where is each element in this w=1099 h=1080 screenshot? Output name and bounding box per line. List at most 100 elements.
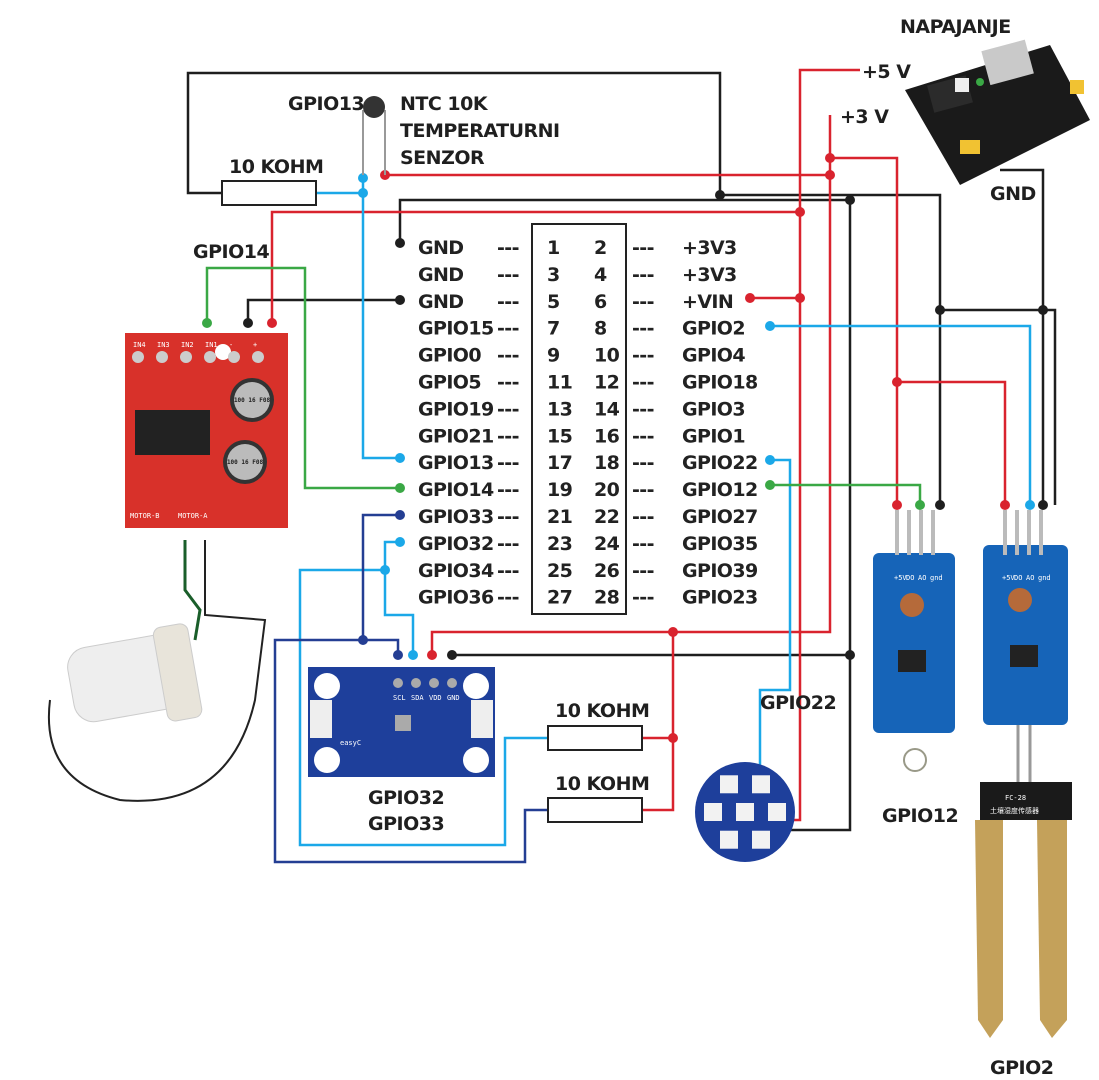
header-pin [156,351,168,363]
motor-output-label: MOTOR-B [130,512,160,520]
junction-dot [715,190,725,200]
pin-number-right: 2 [594,237,607,259]
resistor-a-label: 10 KOHM [555,700,649,722]
ntc-resistor-label: 10 KOHM [229,156,323,178]
pin-separator: --- [497,264,519,286]
dark-blue-wire [273,638,548,864]
junction-dot [395,453,405,463]
pin-separator: --- [632,291,654,313]
pin-separator: --- [632,345,654,367]
pin-left-label: GPIO34 [418,560,494,582]
motor-driver-pin-label: IN1 [205,341,218,349]
junction-dot [668,627,678,637]
bme-pin-label-1: GPIO32 [368,787,444,809]
pin-number-left: 25 [547,560,572,582]
header-pin [907,510,911,555]
header-pin [931,510,935,555]
pin-left-label: GND [418,291,463,313]
junction-dot [395,238,405,248]
header-pin [252,351,264,363]
pin-separator: --- [497,398,519,420]
pin-number-left: 23 [547,533,572,555]
sensor-pin-label: gnd [1038,574,1051,582]
led-ring [695,762,795,862]
dark-blue-wire [361,513,400,655]
plus5v-label: +5 V [862,61,911,83]
pin-right-label: GPIO35 [682,533,758,555]
led-pin-label: GPIO22 [760,692,836,714]
led [720,830,738,849]
resistor-a [547,725,643,751]
pin-separator: --- [497,560,519,582]
svg-text:FC-28: FC-28 [1005,794,1026,802]
pin-number-left: 9 [547,345,560,367]
pin-number-right: 18 [594,452,620,474]
pin-number-right: 24 [594,533,620,555]
header-pin [411,678,421,688]
pin-number-left: 7 [547,318,560,340]
pin-separator: --- [632,237,654,259]
junction-dot [395,537,405,547]
junction-dot [935,305,945,315]
pin-right-label: +3V3 [682,237,737,259]
pin-right-label: GPIO2 [682,318,745,340]
pin-separator: --- [497,291,519,313]
pin-separator: --- [632,452,654,474]
power-supply-board [905,39,1090,185]
power-supply-label: NAPAJANJE [900,16,1011,38]
junction-dot [845,195,855,205]
pin-left-label: GPIO19 [418,398,494,420]
pin-number-left: 17 [547,452,572,474]
pin-separator: --- [497,372,519,394]
pin-right-label: GPIO1 [682,425,745,447]
junction-dot [408,650,418,660]
junction-dot [915,500,925,510]
junction-dot [393,650,403,660]
header-pin [1003,510,1007,555]
light-blue-wire [298,568,548,847]
junction-dot [765,480,775,490]
black-wire [1000,168,1045,505]
pin-number-left: 13 [547,398,572,420]
header-pin [180,351,192,363]
header-pin [204,351,216,363]
sensor-pin-label: DO [906,574,914,582]
pin-number-right: 14 [594,398,620,420]
junction-dot [765,321,775,331]
junction-dot [892,500,902,510]
ntc-label-2: TEMPERATURNI [400,120,560,142]
junction-dot [765,455,775,465]
pin-separator: --- [632,560,654,582]
pin-number-right: 16 [594,425,620,447]
resistor-b-label: 10 KOHM [555,773,649,795]
header-pin [1015,510,1019,555]
pin-separator: --- [632,425,654,447]
junction-dot [427,650,437,660]
pin-number-right: 28 [594,587,620,609]
svg-text:土壤湿度传感器: 土壤湿度传感器 [990,806,1039,815]
light-blue-wire [770,324,1032,505]
pin-number-right: 26 [594,560,620,582]
sensor-pin-label: AO [1026,574,1034,582]
junction-dot [358,173,368,183]
sensor-pin-label: +5V [1002,574,1015,582]
header-pin [447,678,457,688]
junction-dot [825,153,835,163]
black-wire [940,308,1057,505]
header-pin [919,510,923,555]
junction-dot [243,318,253,328]
green-wire [205,266,400,490]
sensor-pin-label: AO [918,574,926,582]
pin-number-left: 5 [547,291,560,313]
ntc-label-1: NTC 10K [400,93,489,115]
junction-dot [395,483,405,493]
pin-right-label: +VIN [682,291,733,313]
ntc-label-3: SENZOR [400,147,485,169]
junction-dot [395,295,405,305]
pin-left-label: GPIO21 [418,425,494,447]
